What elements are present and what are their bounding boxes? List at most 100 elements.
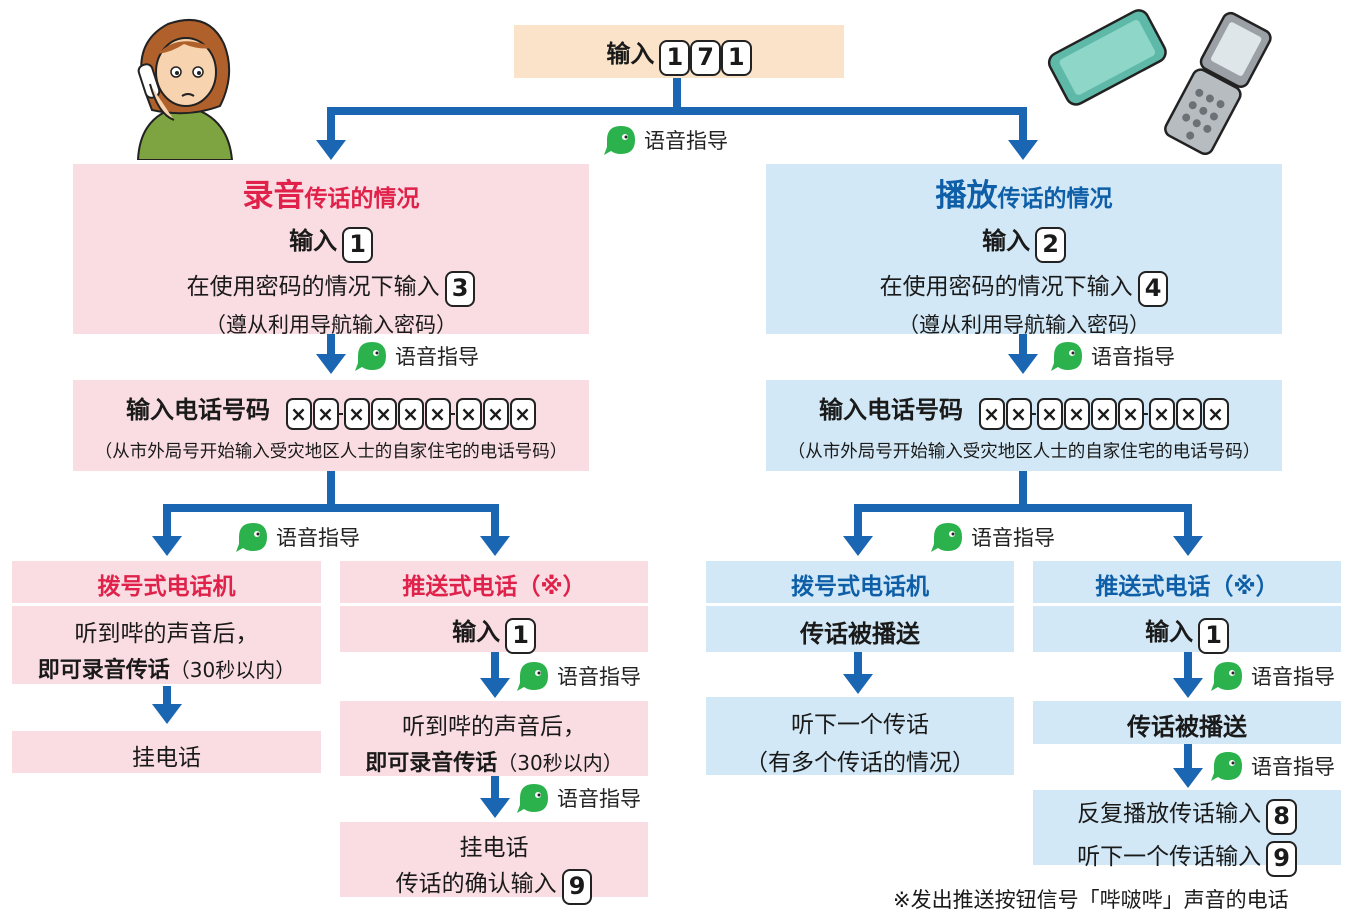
masked-digit-key: × <box>509 397 536 430</box>
voice-guide-left-push-2: 语音指导 <box>516 778 641 818</box>
voice-guide-label: 语音指导 <box>971 526 1055 550</box>
playback-push-input-box: 输入 1 <box>1033 606 1341 654</box>
record-mode-title: 录音传话的情况 <box>73 170 589 215</box>
masked-digit-key: × <box>1148 397 1175 430</box>
voice-guide-top: 语音指导 <box>603 120 728 160</box>
record-input-label: 输入 <box>289 227 338 255</box>
record-title-rest: 传话的情况 <box>304 186 420 212</box>
masked-digit-key: × <box>978 397 1005 430</box>
playback-push-input-label: 输入 <box>1145 618 1194 646</box>
masked-digit-key: × <box>424 397 451 430</box>
voice-guide-icon <box>236 523 267 552</box>
voice-guide-icon <box>355 342 386 371</box>
record-push-confirm: 传话的确认输入 <box>395 871 557 897</box>
playback-password-key: 4 <box>1137 271 1169 307</box>
voice-guide-icon <box>931 523 962 552</box>
phones-illustration <box>1047 9 1272 156</box>
record-push-input-box: 输入 1 <box>340 606 648 654</box>
connector-rr-1 <box>854 652 862 676</box>
connector-right-split-stem <box>1019 471 1027 511</box>
connector-right-mid <box>1019 334 1027 356</box>
voice-guide-right-push-1: 语音指导 <box>1210 656 1335 696</box>
voice-guide-left-push-1: 语音指导 <box>516 656 641 696</box>
playback-push-options-box: 反复播放传话输入 8 听下一个传话输入 9 <box>1033 790 1341 877</box>
footnote: ※发出推送按钮信号「哔啵哔」声音的电话 <box>893 888 1289 912</box>
masked-digit-key: × <box>370 397 397 430</box>
record-push-input-label: 输入 <box>452 618 501 646</box>
connector-left-split-a <box>163 504 171 538</box>
playback-push-title: 推送式电话（※） <box>1095 574 1279 600</box>
voice-guide-icon <box>1211 662 1242 691</box>
playback-push-input-key: 1 <box>1198 617 1229 654</box>
playback-push-next-key: 9 <box>1266 841 1297 877</box>
voice-guide-icon <box>517 662 548 691</box>
arrow-lp-2 <box>480 798 510 818</box>
connector-lp-1 <box>491 652 499 680</box>
connector-lr-1 <box>163 686 171 706</box>
arrow-rp-1 <box>1173 678 1203 698</box>
woman-on-phone-illustration <box>136 19 234 160</box>
playback-title-rest: 传话的情况 <box>997 186 1113 212</box>
connector-right-split-b <box>1184 504 1192 538</box>
playback-push-title-box: 推送式电话（※） <box>1033 561 1341 603</box>
voice-guide-right-1: 语音指导 <box>1050 336 1175 376</box>
voice-guide-label: 语音指导 <box>1251 755 1335 779</box>
voice-guide-label: 语音指导 <box>557 665 641 689</box>
playback-rotary-title: 拨号式电话机 <box>791 574 929 600</box>
connector-top-stem <box>673 78 681 114</box>
masked-digit-key: × <box>397 397 424 430</box>
record-rotary-line2-bold: 即可录音传话 <box>37 658 170 683</box>
masked-digit-key: × <box>1117 397 1144 430</box>
connector-left-split-stem <box>327 471 335 511</box>
playback-push-played-box: 传话被播送 <box>1033 701 1341 744</box>
playback-rotary-next2: （有多个传话的情况） <box>745 750 975 776</box>
key-1: 1 <box>659 39 691 76</box>
masked-digit-key: × <box>1005 397 1032 430</box>
record-push-line2-rest: （30秒以内） <box>497 751 623 775</box>
arrow-to-playback <box>1008 140 1038 160</box>
key-7: 7 <box>690 39 721 76</box>
record-password-key: 3 <box>444 271 476 307</box>
voice-guide-label: 语音指导 <box>1091 345 1175 369</box>
masked-digit-key: × <box>343 397 370 430</box>
playback-phone-mask: ××××××××× <box>978 397 1229 430</box>
record-push-title: 推送式电话（※） <box>402 574 586 600</box>
masked-digit-key: × <box>285 397 312 430</box>
connector-top-right-drop <box>1019 107 1027 142</box>
arrow-lp-1 <box>480 678 510 698</box>
voice-guide-icon <box>517 784 548 813</box>
voice-guide-label: 语音指导 <box>557 787 641 811</box>
dial-171-label: 输入 <box>606 40 655 68</box>
playback-rotary-title-box: 拨号式电话机 <box>706 561 1014 603</box>
playback-push-repeat-key: 8 <box>1266 798 1297 835</box>
voice-guide-icon <box>1051 342 1082 371</box>
connector-rp-2 <box>1184 744 1192 770</box>
arrow-left-push <box>480 536 510 556</box>
playback-input-label: 输入 <box>982 227 1031 255</box>
record-rotary-title-box: 拨号式电话机 <box>12 561 321 603</box>
masked-digit-key: × <box>1036 397 1063 430</box>
connector-left-split-b <box>491 504 499 538</box>
arrow-rr-1 <box>843 674 873 694</box>
connector-rp-1 <box>1184 652 1192 680</box>
record-phone-note: （从市外局号开始输入受灾地区人士的自家住宅的电话号码） <box>94 441 568 462</box>
playback-phone-label: 输入电话号码 <box>818 396 963 424</box>
playback-push-repeat: 反复播放传话输入 <box>1077 801 1262 827</box>
record-rotary-body-box: 听到哔的声音后， 即可录音传话（30秒以内） <box>12 606 321 684</box>
record-mode-box: 录音传话的情况 输入 1 在使用密码的情况下输入 3 （遵从利用导航输入密码） <box>73 164 589 337</box>
masked-digit-key: × <box>455 397 482 430</box>
record-rotary-hangup-box: 挂电话 <box>12 731 321 773</box>
masked-digit-key: × <box>312 397 339 430</box>
masked-digit-key: × <box>1175 397 1202 430</box>
playback-mode-box: 播放传话的情况 输入 2 在使用密码的情况下输入 4 （遵从利用导航输入密码） <box>766 164 1282 337</box>
playback-phone-box: 输入电话号码 ××××××××× （从市外局号开始输入受灾地区人士的自家住宅的电… <box>766 380 1282 471</box>
playback-push-played: 传话被播送 <box>1127 713 1247 741</box>
record-title-big: 录音 <box>242 178 305 214</box>
record-input-key: 1 <box>342 226 373 263</box>
record-password-note: （遵从利用导航输入密码） <box>205 313 457 337</box>
playback-password-text: 在使用密码的情况下输入 <box>879 273 1133 300</box>
playback-rotary-next-box: 听下一个传话 （有多个传话的情况） <box>706 697 1014 776</box>
record-push-body-box: 听到哔的声音后， 即可录音传话（30秒以内） <box>340 701 648 776</box>
connector-lp-2 <box>491 776 499 800</box>
digit-separator <box>1144 412 1149 415</box>
